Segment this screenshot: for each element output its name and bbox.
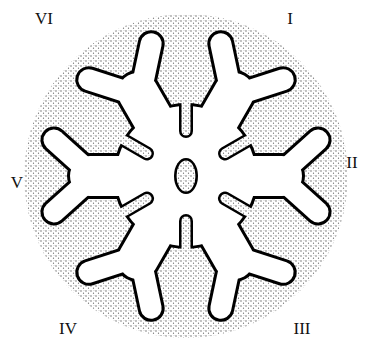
stippled-ground xyxy=(24,14,348,338)
sector-numeral: II xyxy=(346,154,357,171)
sector-numeral: III xyxy=(294,320,311,337)
sector-numeral: I xyxy=(287,10,293,27)
sector-numeral: VI xyxy=(35,10,53,27)
sector-numeral: V xyxy=(11,174,23,191)
sector-numeral: IV xyxy=(59,320,77,337)
lobe-interior xyxy=(54,44,318,309)
lobe-outline xyxy=(54,44,318,309)
